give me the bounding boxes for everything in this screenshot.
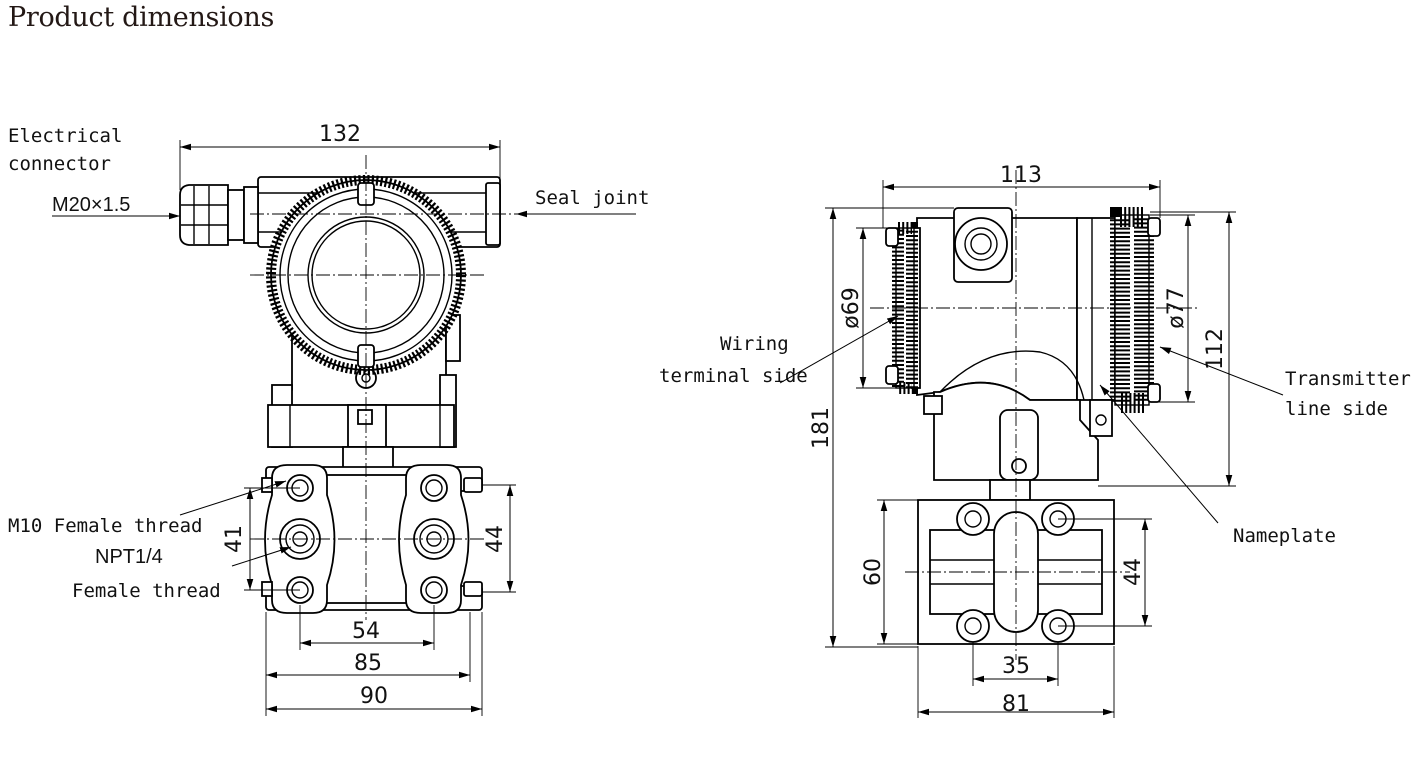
label-line-side: line side: [1285, 398, 1388, 420]
dim-44-side: 44: [1121, 558, 1146, 586]
cable-gland: [179, 184, 259, 246]
label-terminal-side: terminal side: [659, 365, 808, 387]
label-connector: connector: [8, 153, 111, 175]
label-wiring: Wiring: [720, 333, 789, 355]
dim-54: 54: [352, 619, 380, 644]
page-title: Product dimensions: [8, 2, 275, 33]
side-view: 113 ø69 ø77 112 181 60 44: [659, 163, 1411, 718]
dim-44-front: 44: [483, 525, 508, 553]
dim-41: 41: [222, 525, 247, 553]
dim-113: 113: [1000, 163, 1042, 188]
label-seal-joint: Seal joint: [535, 187, 649, 209]
dim-90: 90: [360, 684, 388, 709]
dim-60: 60: [861, 558, 886, 586]
label-electrical: Electrical: [8, 125, 122, 147]
dim-81: 81: [1002, 692, 1030, 717]
dim-132: 132: [319, 122, 361, 147]
label-transmitter: Transmitter: [1285, 368, 1411, 390]
dim-181: 181: [809, 407, 834, 449]
label-m10-thread: M10 Female thread: [8, 515, 202, 537]
dim-112: 112: [1203, 328, 1228, 370]
label-npt-female: Female thread: [72, 580, 221, 602]
dim-phi77: ø77: [1164, 287, 1189, 328]
label-npt: NPT1/4: [95, 546, 163, 568]
label-thread-spec: M20×1.5: [52, 194, 130, 216]
dim-phi69: ø69: [839, 287, 864, 328]
front-view: 132 Electrical connector M20×1.5 Seal jo…: [8, 122, 649, 716]
dim-35: 35: [1002, 654, 1030, 679]
label-nameplate: Nameplate: [1233, 525, 1336, 547]
dim-85: 85: [354, 651, 382, 676]
